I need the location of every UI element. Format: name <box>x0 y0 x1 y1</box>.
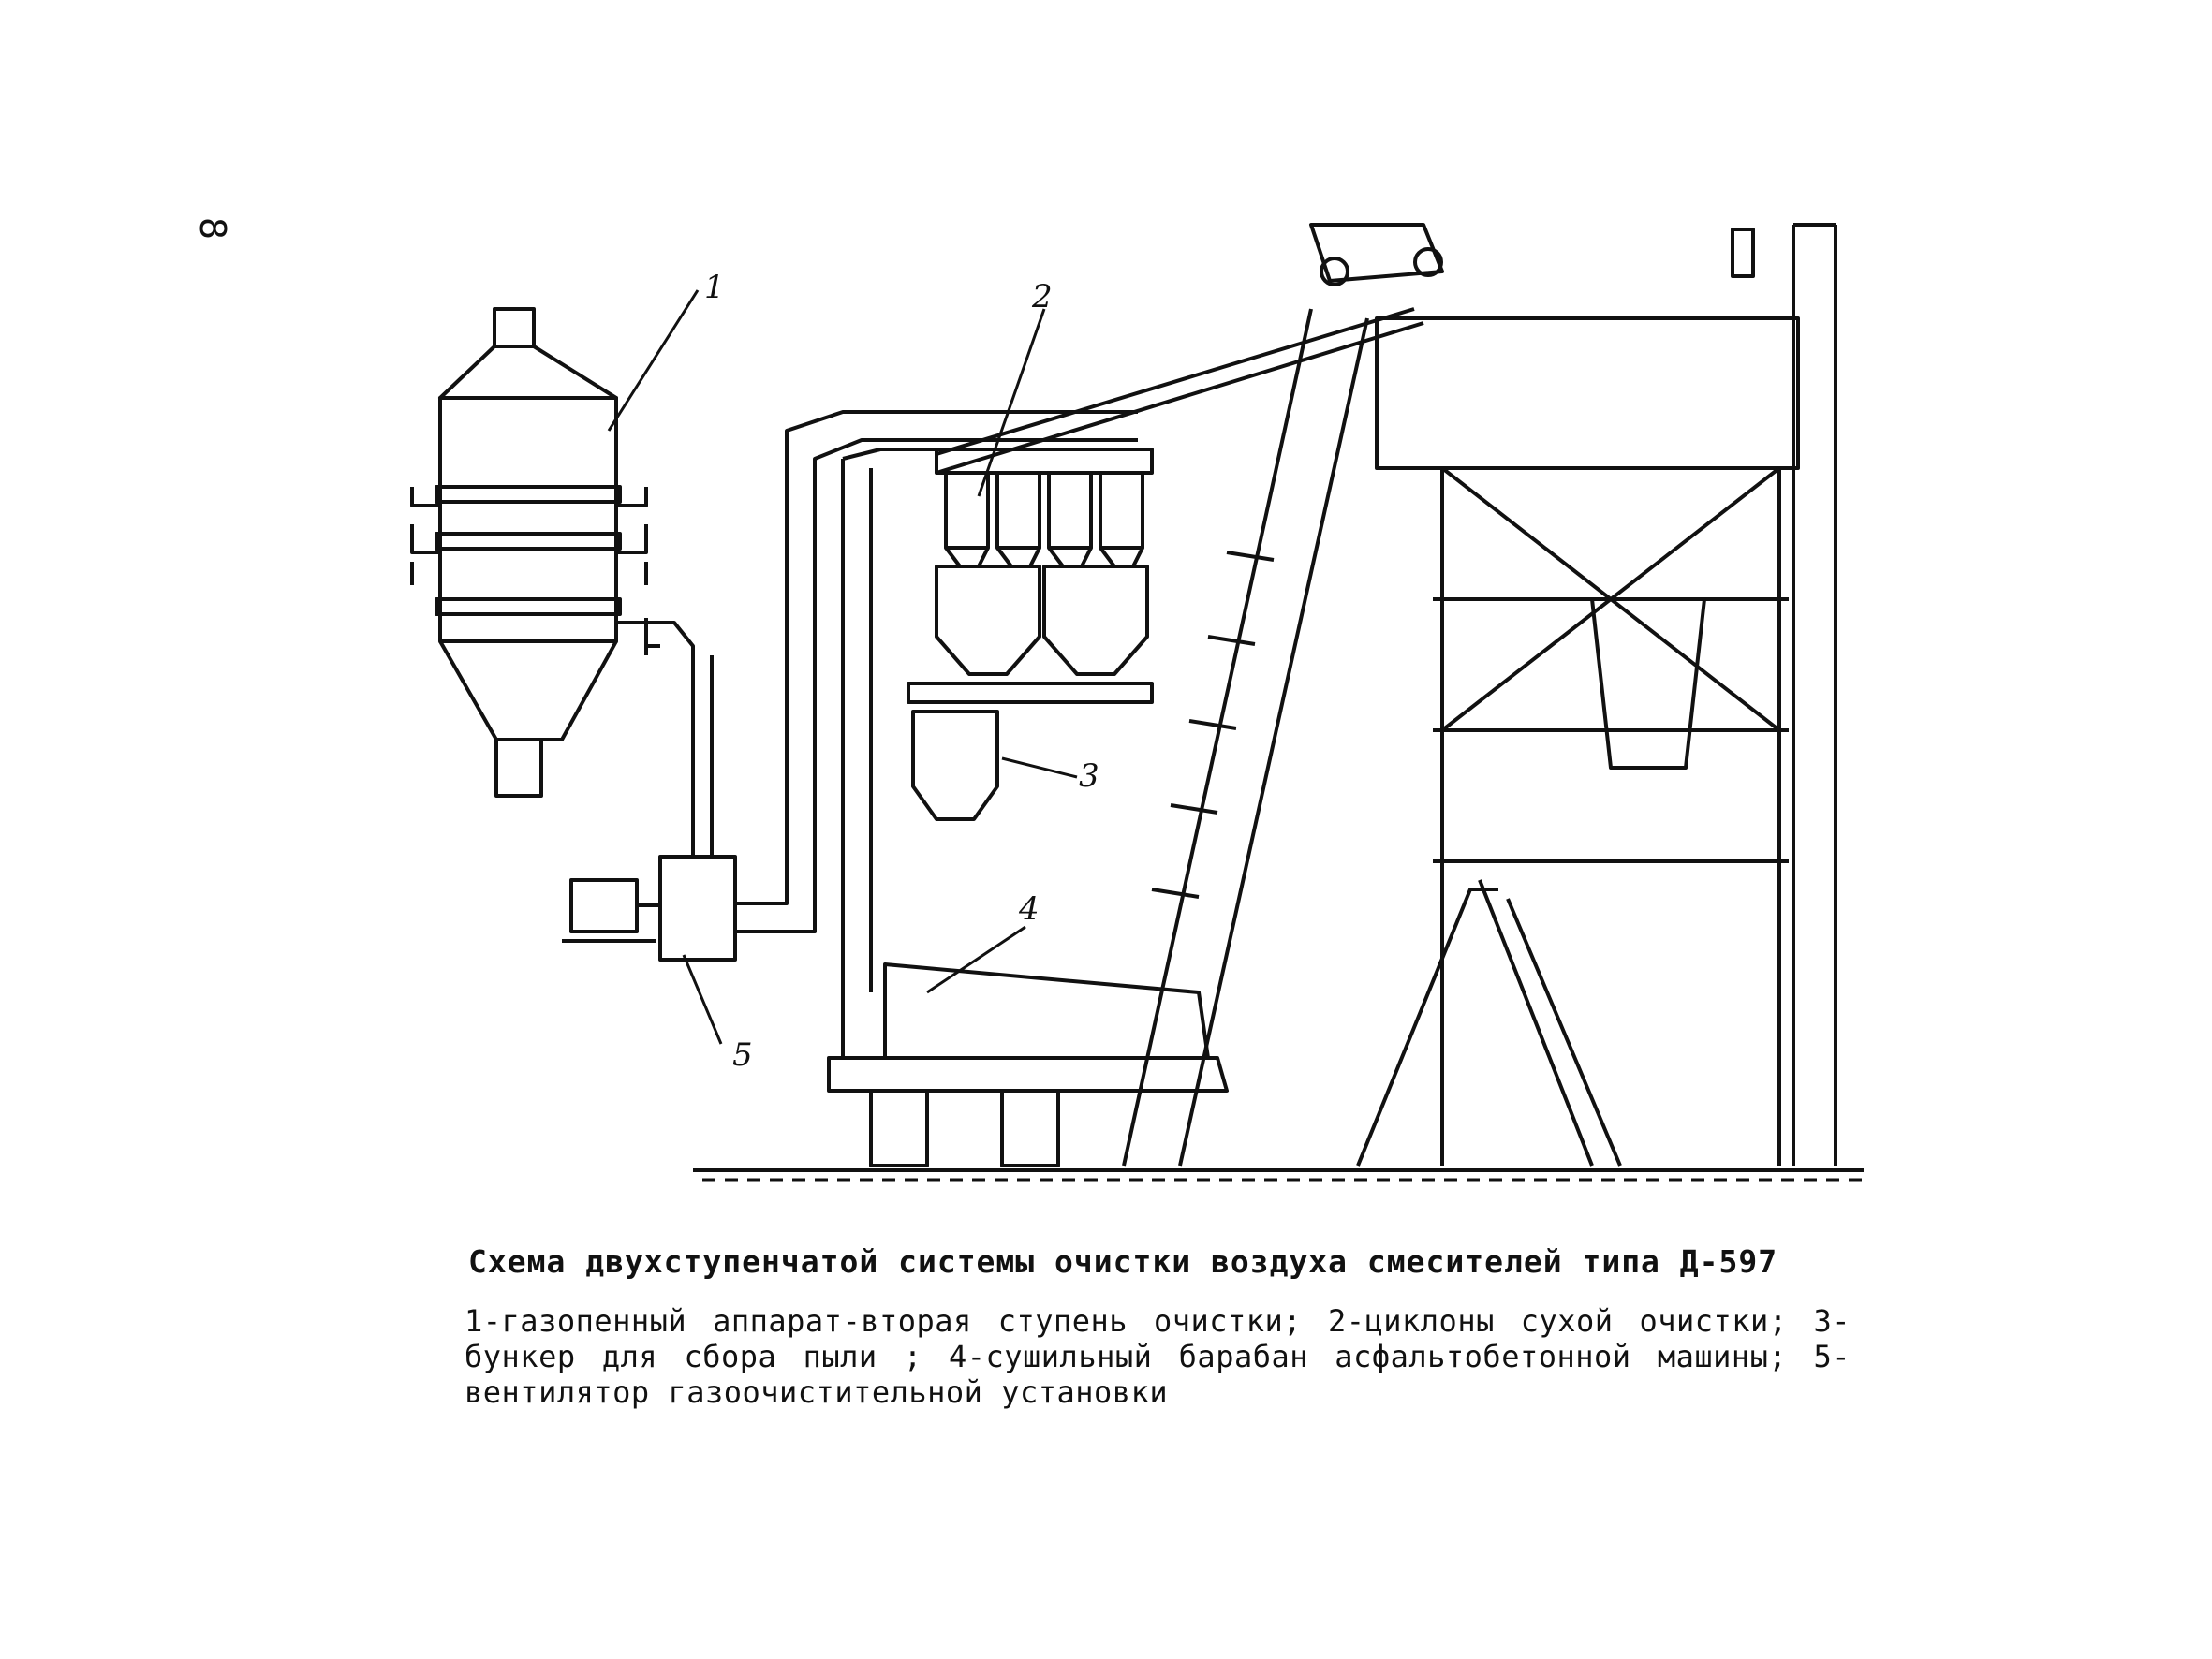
callout-3: 3 <box>1079 757 1099 795</box>
chimney <box>1792 223 1837 1166</box>
callout-1: 1 <box>704 269 725 306</box>
callout-5: 5 <box>732 1036 753 1074</box>
mixer-tower <box>1356 316 1800 1167</box>
drying-drum <box>827 962 1229 1167</box>
bucket-elevator <box>1122 308 1369 1167</box>
callout-2: 2 <box>1031 278 1053 316</box>
figure-caption-legend: 1-газопенный аппарат-вторая ступень очис… <box>465 1303 1851 1410</box>
figure-caption-title: Схема двухступенчатой системы очистки во… <box>468 1243 1778 1280</box>
fan-unit <box>562 410 1138 962</box>
gas-foam-apparatus <box>410 307 648 798</box>
cyclone-group <box>907 448 1154 704</box>
scrubber-duct <box>616 618 721 859</box>
callout-4: 4 <box>1018 890 1040 928</box>
feed-conveyor <box>936 307 1424 475</box>
dust-hopper <box>911 710 999 821</box>
